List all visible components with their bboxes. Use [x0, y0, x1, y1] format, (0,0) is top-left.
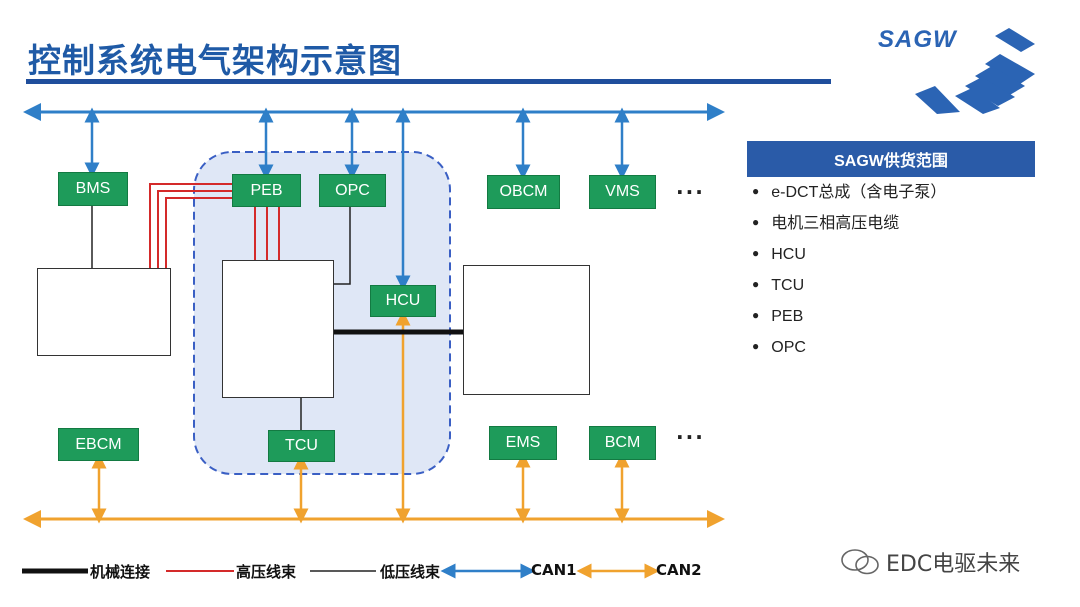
ebcm-box: EBCM — [58, 428, 139, 461]
title-underline — [26, 79, 831, 84]
ems-box: EMS — [489, 426, 557, 460]
battery-photo-frame — [37, 268, 171, 356]
hv-line-3 — [165, 197, 232, 270]
hcu-box: HCU — [370, 285, 436, 317]
legend-lv-label: 低压线束 — [380, 563, 441, 581]
supply-item: 电机三相高压电缆 — [752, 211, 946, 242]
legend-hv-label: 高压线束 — [236, 563, 297, 581]
more-bottom-indicator: ··· — [676, 425, 705, 449]
supply-item: PEB — [752, 304, 946, 335]
opc-box: OPC — [319, 174, 386, 207]
tcu-box: TCU — [268, 430, 335, 462]
page-title: 控制系统电气架构示意图 — [28, 41, 402, 80]
supply-panel-header: SAGW供货范围 — [747, 141, 1035, 177]
hv-line-2 — [157, 190, 232, 270]
legend-mechanical-label: 机械连接 — [90, 563, 151, 581]
supply-panel-list: e-DCT总成（含电子泵） 电机三相高压电缆 HCU TCU PEB OPC — [752, 180, 946, 366]
edct-photo-frame — [222, 260, 334, 398]
sagw-logo-icon — [915, 28, 1035, 114]
bms-box: BMS — [58, 172, 128, 206]
vms-box: VMS — [589, 175, 656, 209]
engine-photo-frame — [463, 265, 590, 395]
watermark: EDC电驱未来 — [840, 546, 1020, 578]
legend-can2-label: CAN2 — [656, 561, 702, 579]
watermark-text: EDC电驱未来 — [886, 552, 1021, 577]
legend-swatches — [22, 563, 660, 579]
supply-item: e-DCT总成（含电子泵） — [752, 180, 946, 211]
supply-item: HCU — [752, 242, 946, 273]
hv-line-1 — [149, 183, 232, 270]
wechat-icon — [841, 549, 879, 575]
more-top-indicator: ··· — [676, 180, 705, 204]
supply-item: OPC — [752, 335, 946, 366]
peb-box: PEB — [232, 174, 301, 207]
legend-can1-label: CAN1 — [531, 561, 577, 579]
obcm-box: OBCM — [487, 175, 560, 209]
lv-opc-edct — [334, 207, 351, 285]
bcm-box: BCM — [589, 426, 656, 460]
supply-item: TCU — [752, 273, 946, 304]
logo-text: SAGW — [878, 26, 957, 53]
